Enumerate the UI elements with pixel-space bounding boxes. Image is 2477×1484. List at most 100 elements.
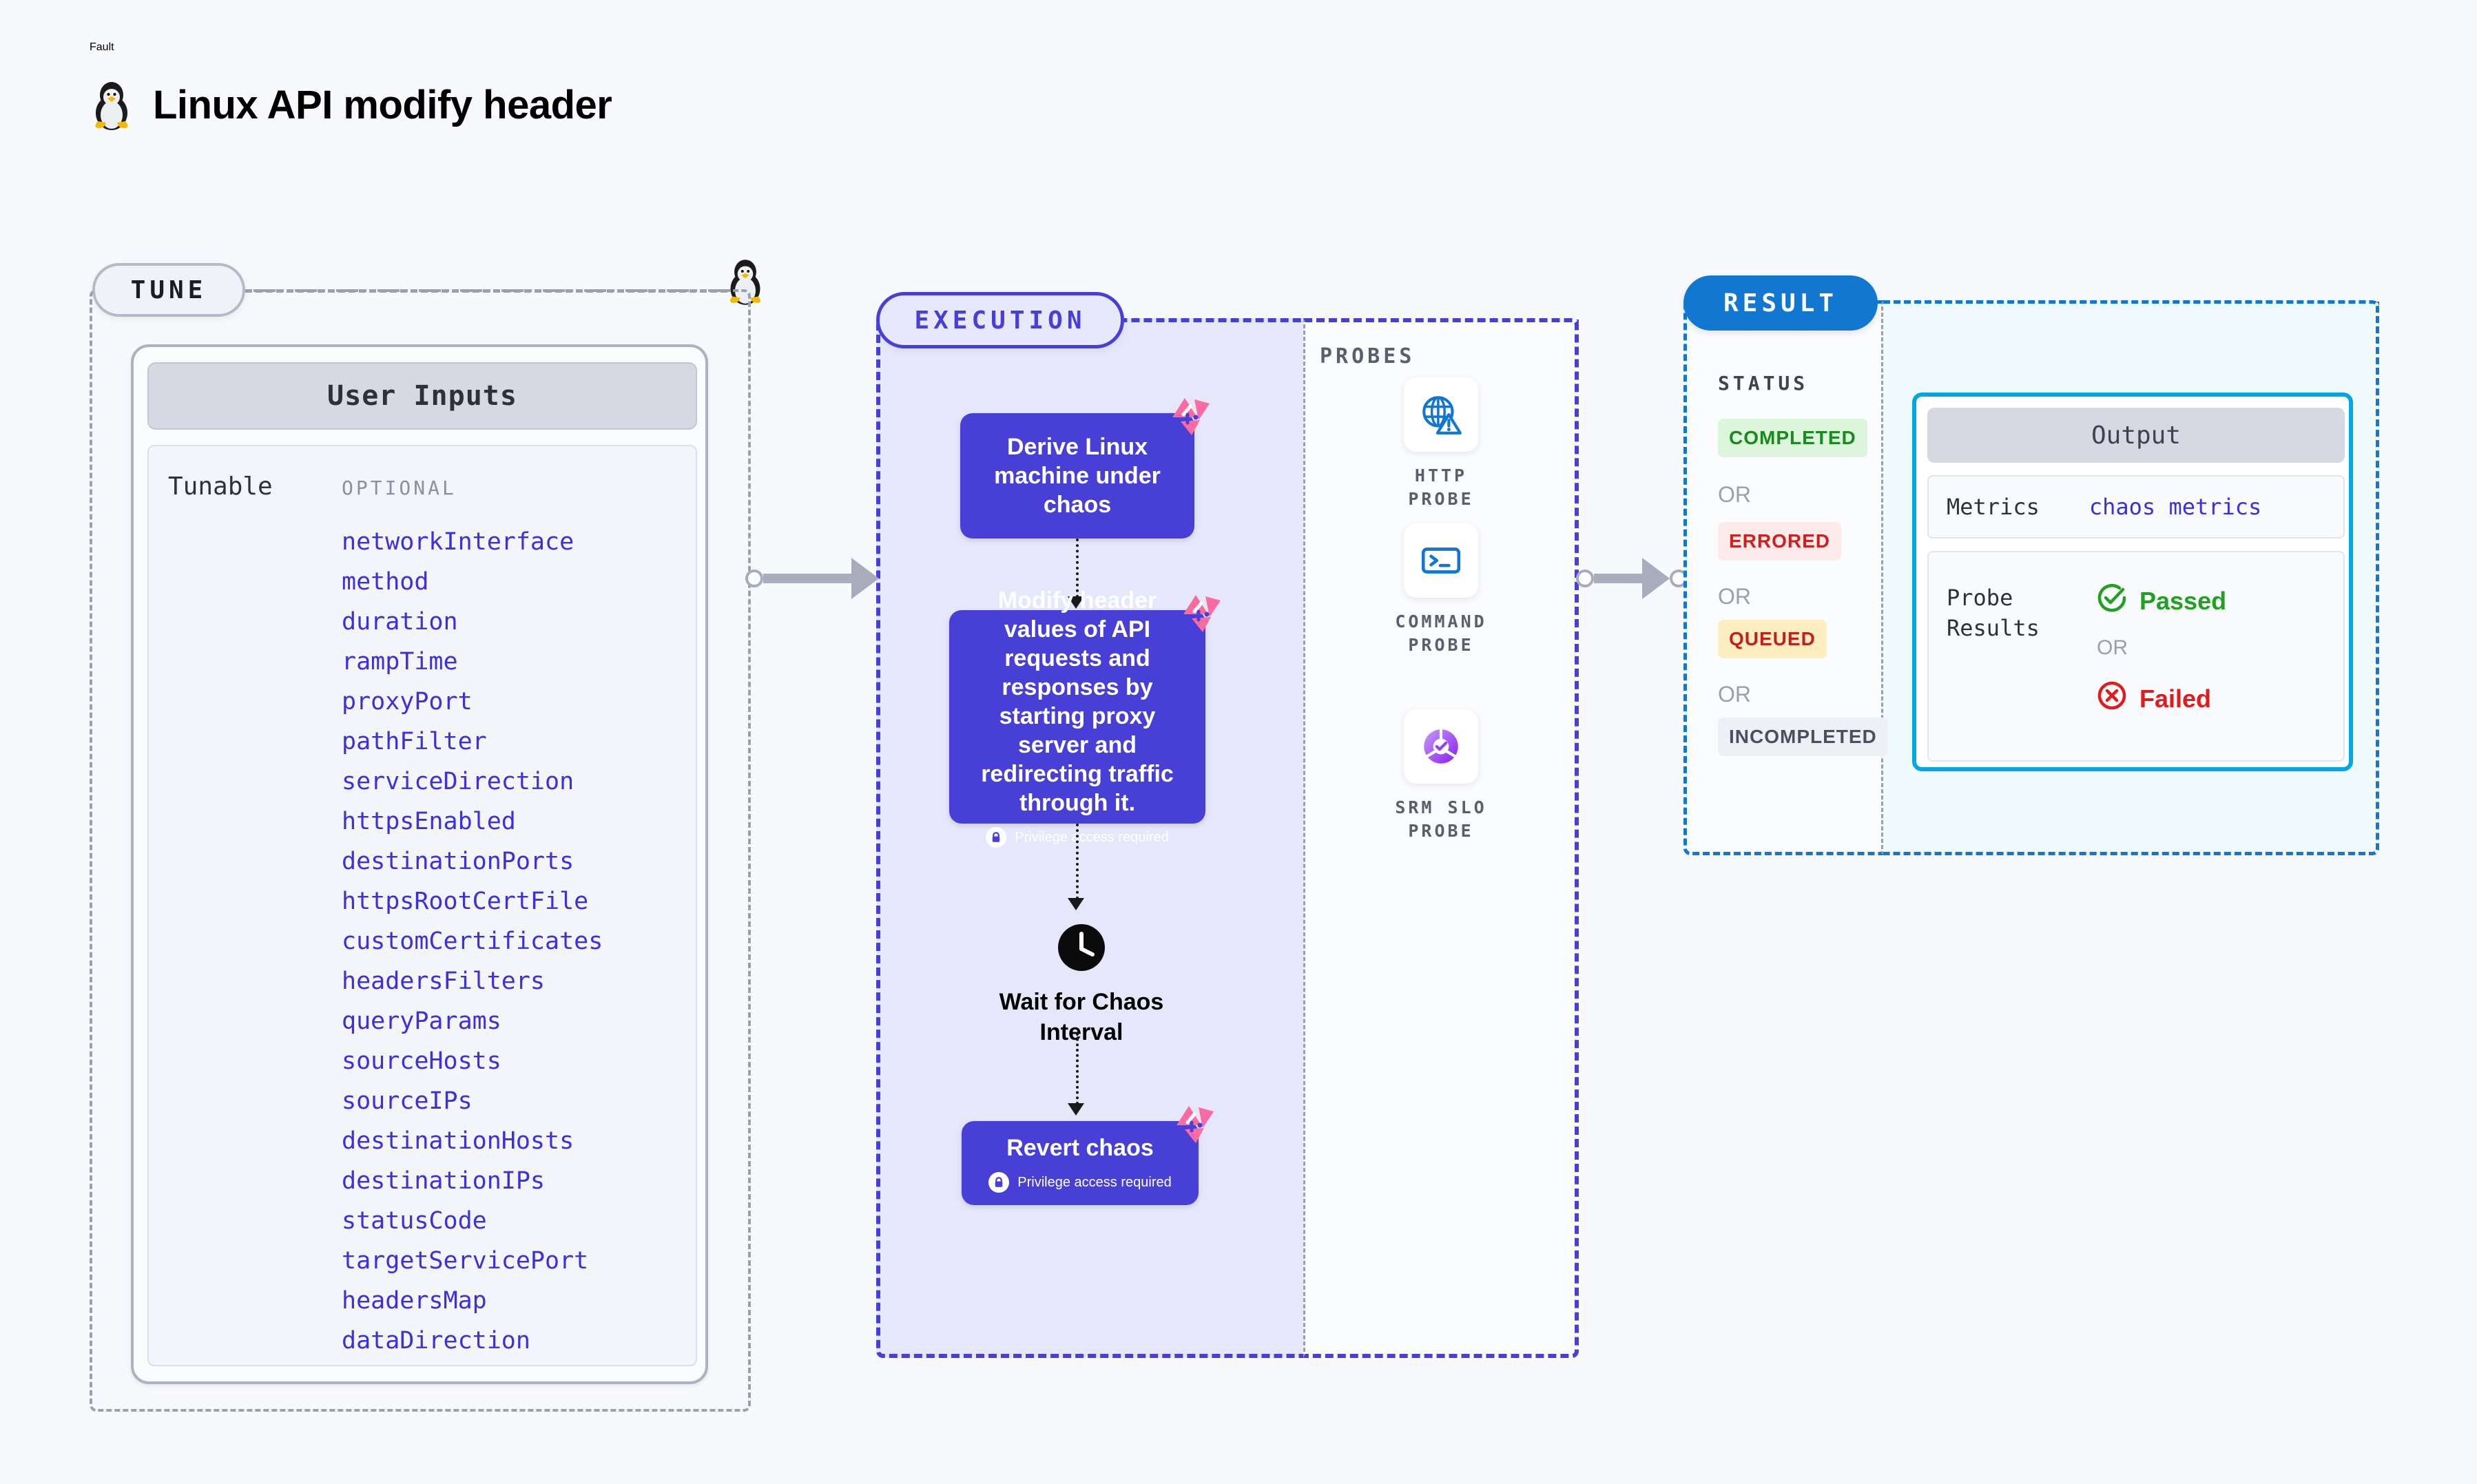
privilege-note-label: Privilege access required	[1017, 1174, 1172, 1190]
connector-tune-to-execution	[745, 558, 879, 599]
tunable-parameter[interactable]: queryParams	[342, 1007, 501, 1035]
tunable-parameter[interactable]: httpsRootCertFile	[342, 888, 589, 915]
status-label: STATUS	[1718, 372, 1809, 395]
tunable-parameter[interactable]: httpsEnabled	[342, 808, 516, 835]
tunable-label: Tunable	[168, 472, 273, 501]
probe-result-passed-label: Passed	[2139, 586, 2227, 615]
tunable-parameter[interactable]: dataDirection	[342, 1327, 530, 1355]
probes-section-label: PROBES	[1320, 344, 1416, 368]
tunable-group: Tunable OPTIONAL networkInterface method d…	[147, 445, 697, 1366]
probe-result-failed-label: Failed	[2139, 684, 2212, 713]
user-inputs-card: User Inputs Tunable OPTIONAL networkInte…	[131, 344, 708, 1384]
probe-http[interactable]: HTTP PROBE	[1376, 377, 1506, 511]
flow-node-revert-chaos[interactable]: Revert chaos Privilege access required	[962, 1106, 1214, 1205]
flow-node-label: Wait for Chaos Interval	[999, 989, 1164, 1045]
status-badge-completed: COMPLETED	[1718, 419, 1867, 457]
connector-dot	[745, 569, 763, 587]
flow-node-label: Derive Linux machine under chaos	[994, 434, 1161, 518]
tune-region	[90, 289, 751, 1412]
output-header: Output	[1927, 408, 2345, 463]
clock-icon	[1057, 923, 1106, 976]
tunable-parameter[interactable]: destinationPorts	[342, 848, 574, 875]
or-separator: OR	[1718, 482, 1751, 507]
probe-result-failed: Failed	[2097, 680, 2211, 717]
chaos-ribbon-icon	[1171, 1105, 1216, 1146]
flow-arrow-3	[1068, 1103, 1084, 1116]
tunable-parameter[interactable]: customCertificates	[342, 928, 603, 955]
connector-bar	[1594, 574, 1642, 583]
probe-result-passed: Passed	[2097, 583, 2226, 619]
tunable-parameter[interactable]: proxyPort	[342, 688, 473, 715]
privilege-note: Privilege access required	[988, 1172, 1172, 1193]
privilege-note-label: Privilege access required	[1015, 829, 1169, 845]
probe-results-row: Probe Results Passed OR Failed	[1927, 551, 2345, 762]
tux-penguin-icon	[90, 79, 134, 131]
connector-execution-to-result	[1576, 558, 1688, 599]
metrics-value: chaos metrics	[2089, 494, 2262, 520]
eyebrow-label: Fault	[90, 41, 114, 53]
flow-node-label: Modify header values of API requests and…	[981, 587, 1174, 816]
probe-srm-slo[interactable]: SRM SLO PROBE	[1376, 709, 1506, 843]
flow-connector-2	[1076, 824, 1079, 899]
tunable-parameter[interactable]: rampTime	[342, 648, 458, 676]
status-badge-errored: ERRORED	[1718, 522, 1842, 561]
tune-section-pill[interactable]: TUNE	[92, 263, 245, 317]
or-separator: OR	[2097, 636, 2128, 659]
metrics-row: Metrics chaos metrics	[1927, 475, 2345, 539]
result-section-pill[interactable]: RESULT	[1683, 275, 1878, 331]
tunable-parameter[interactable]: duration	[342, 608, 458, 636]
tunable-parameter[interactable]: sourceIPs	[342, 1087, 473, 1115]
flow-node-wait-interval[interactable]: Wait for Chaos Interval	[999, 923, 1164, 1047]
connector-arrowhead	[1642, 558, 1670, 599]
tunable-parameter[interactable]: serviceDirection	[342, 768, 574, 795]
flow-node-modify-header[interactable]: Modify header values of API requests and…	[949, 587, 1221, 848]
status-badge-incompleted: INCOMPLETED	[1718, 718, 1888, 756]
lock-icon	[988, 1172, 1010, 1193]
terminal-icon	[1404, 523, 1478, 598]
flow-arrow-2	[1068, 898, 1084, 910]
check-circle-icon	[2097, 583, 2127, 619]
probe-label: COMMAND PROBE	[1395, 612, 1487, 655]
optional-label: OPTIONAL	[342, 477, 457, 499]
tunable-parameter[interactable]: headersMap	[342, 1287, 487, 1315]
page-title: Linux API modify header	[153, 82, 612, 127]
or-separator: OR	[1718, 584, 1751, 609]
chaos-ribbon-icon	[1167, 397, 1212, 438]
globe-warning-icon	[1404, 377, 1478, 452]
probe-label: HTTP PROBE	[1408, 466, 1474, 509]
connector-arrowhead	[851, 558, 879, 599]
or-separator: OR	[1718, 682, 1751, 707]
connector-bar	[763, 574, 851, 583]
connector-dot	[1576, 569, 1594, 587]
privilege-note: Privilege access required	[986, 827, 1169, 848]
flow-node-label: Revert chaos	[1006, 1135, 1154, 1161]
probe-label: SRM SLO PROBE	[1395, 797, 1487, 841]
tunable-parameter[interactable]: networkInterface	[342, 528, 574, 556]
execution-section-pill[interactable]: EXECUTION	[876, 292, 1124, 348]
tux-penguin-icon-small	[725, 256, 766, 309]
status-badge-queued: QUEUED	[1718, 620, 1827, 658]
lock-icon	[986, 827, 1007, 848]
page-header: Fault Linux API modify header	[90, 41, 612, 131]
result-status-region	[1683, 300, 1883, 855]
user-inputs-header: User Inputs	[147, 362, 697, 430]
tunable-parameter[interactable]: targetServicePort	[342, 1247, 589, 1275]
tunable-parameter[interactable]: sourceHosts	[342, 1047, 501, 1075]
tunable-parameter[interactable]: headersFilters	[342, 968, 546, 995]
tunable-parameter[interactable]: statusCode	[342, 1207, 487, 1235]
probe-command[interactable]: COMMAND PROBE	[1376, 523, 1506, 657]
flow-node-derive-machine[interactable]: Derive Linux machine under chaos	[960, 398, 1210, 539]
tunable-parameter[interactable]: destinationIPs	[342, 1167, 546, 1195]
flow-connector-3	[1076, 1033, 1079, 1105]
metrics-label: Metrics	[1947, 494, 2040, 520]
tunable-parameter-list: networkInterface method duration rampTime pr…	[342, 522, 603, 1361]
probe-results-label: Probe Results	[1947, 585, 2040, 641]
tunable-parameter[interactable]: destinationHosts	[342, 1127, 574, 1155]
flow-arrow-1	[1068, 596, 1084, 609]
x-circle-icon	[2097, 680, 2127, 717]
chaos-ribbon-icon	[1178, 594, 1223, 635]
output-card: Output Metrics chaos metrics Probe Resul…	[1912, 393, 2353, 771]
tunable-parameter[interactable]: pathFilter	[342, 728, 487, 755]
tunable-parameter[interactable]: method	[342, 568, 429, 596]
flow-connector-1	[1076, 539, 1079, 598]
